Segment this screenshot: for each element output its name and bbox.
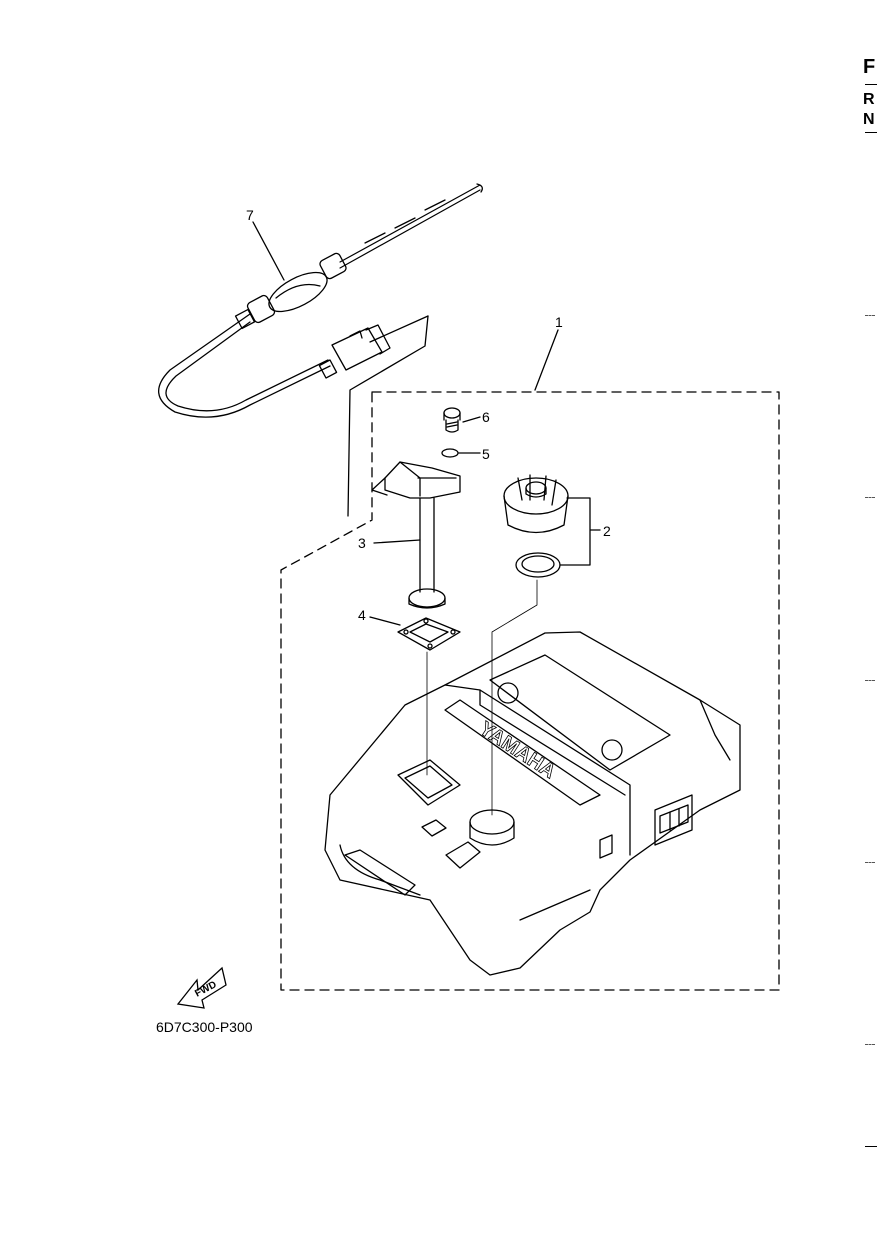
edge-tick bbox=[865, 862, 875, 864]
edge-tick bbox=[865, 315, 875, 317]
callout-7: 7 bbox=[246, 207, 254, 223]
screw-part bbox=[443, 407, 461, 433]
gasket-part bbox=[397, 617, 461, 651]
leader-7 bbox=[252, 221, 285, 281]
fuel-hose-primer-bulb bbox=[158, 183, 483, 517]
fuel-tank-body bbox=[324, 631, 741, 976]
cap-alignment-line bbox=[491, 579, 538, 816]
edge-letter-f: F bbox=[863, 56, 876, 78]
callout-2: 2 bbox=[603, 523, 611, 539]
leader-3 bbox=[373, 539, 421, 544]
edge-rule bbox=[865, 132, 877, 133]
fwd-arrow-icon: FWD bbox=[176, 966, 227, 1009]
washer-part bbox=[441, 448, 459, 458]
callout-4: 4 bbox=[358, 607, 366, 623]
leader-6 bbox=[462, 416, 481, 423]
edge-tick bbox=[865, 1044, 875, 1046]
edge-rule bbox=[865, 1146, 877, 1147]
o-ring-part bbox=[515, 552, 561, 578]
callout-3: 3 bbox=[358, 535, 366, 551]
callout-labels: 1 2 3 4 5 6 7 bbox=[246, 207, 611, 623]
callout-1: 1 bbox=[555, 314, 563, 330]
fuel-cap-part bbox=[503, 474, 569, 534]
diagram-code: 6D7C300-P300 bbox=[156, 1019, 253, 1035]
assembly-boundary bbox=[280, 391, 780, 991]
fuel-gauge-unit bbox=[371, 461, 461, 609]
leader-4 bbox=[369, 616, 401, 626]
edge-letter-r: R bbox=[863, 91, 875, 108]
edge-letter-n: N bbox=[863, 111, 875, 128]
edge-rule bbox=[865, 84, 877, 85]
edge-tick bbox=[865, 680, 875, 682]
callout-6: 6 bbox=[482, 409, 490, 425]
leader-2 bbox=[559, 497, 601, 566]
edge-tick bbox=[865, 497, 875, 499]
leader-1 bbox=[534, 329, 559, 391]
callout-5: 5 bbox=[482, 446, 490, 462]
